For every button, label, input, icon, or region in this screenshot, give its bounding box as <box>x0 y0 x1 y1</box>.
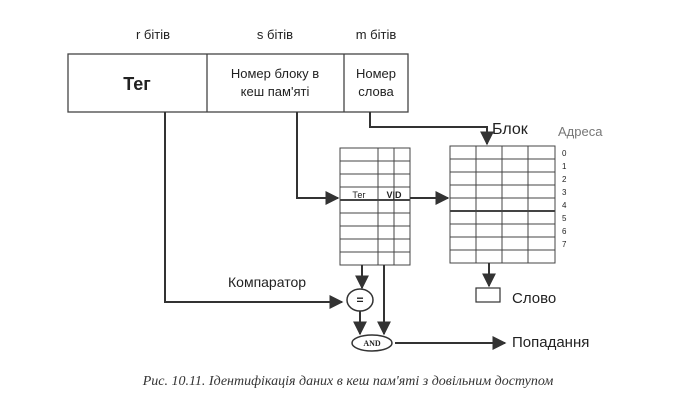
word-box <box>475 287 501 303</box>
comparator-sign: = <box>356 293 363 307</box>
tag-column-label: Тег <box>352 190 366 200</box>
block-width-label: s бітів <box>257 27 293 42</box>
block-number-field-line1: Номер блоку в <box>231 66 319 81</box>
row-number: 0 <box>562 149 567 158</box>
word-width-label: m бітів <box>356 27 397 42</box>
row-number: 5 <box>562 214 567 223</box>
tag-width-label: r бітів <box>136 27 170 42</box>
address-register <box>67 53 409 113</box>
row-number: 6 <box>562 227 567 236</box>
valid-column-label: V|D <box>386 190 402 200</box>
row-number: 7 <box>562 240 567 249</box>
and-gate <box>351 334 393 352</box>
block-number-field-line2: кеш пам'яті <box>241 84 310 99</box>
row-number: 3 <box>562 188 567 197</box>
comparator-symbol <box>346 288 374 312</box>
figure-caption: Рис. 10.11. Ідентифікація даних в кеш па… <box>142 374 554 389</box>
address-label: Адреса <box>558 124 603 139</box>
comparator-label: Компаратор <box>228 274 306 290</box>
block-label: Блок <box>492 121 529 138</box>
word-label: Слово <box>512 290 556 307</box>
row-number: 2 <box>562 175 567 184</box>
row-number: 4 <box>562 201 567 210</box>
tag-field: Тег <box>123 74 151 94</box>
and-gate-label: AND <box>363 339 381 348</box>
tag-directory <box>339 147 411 266</box>
connections <box>164 112 507 350</box>
word-number-field-line1: Номер <box>356 66 396 81</box>
memory-row-numbers: 0 1 2 3 4 5 6 7 <box>562 149 567 249</box>
hit-label: Попадання <box>512 334 589 351</box>
row-number: 1 <box>562 162 567 171</box>
memory-block-table <box>449 145 556 264</box>
word-number-field-line2: слова <box>358 84 394 99</box>
